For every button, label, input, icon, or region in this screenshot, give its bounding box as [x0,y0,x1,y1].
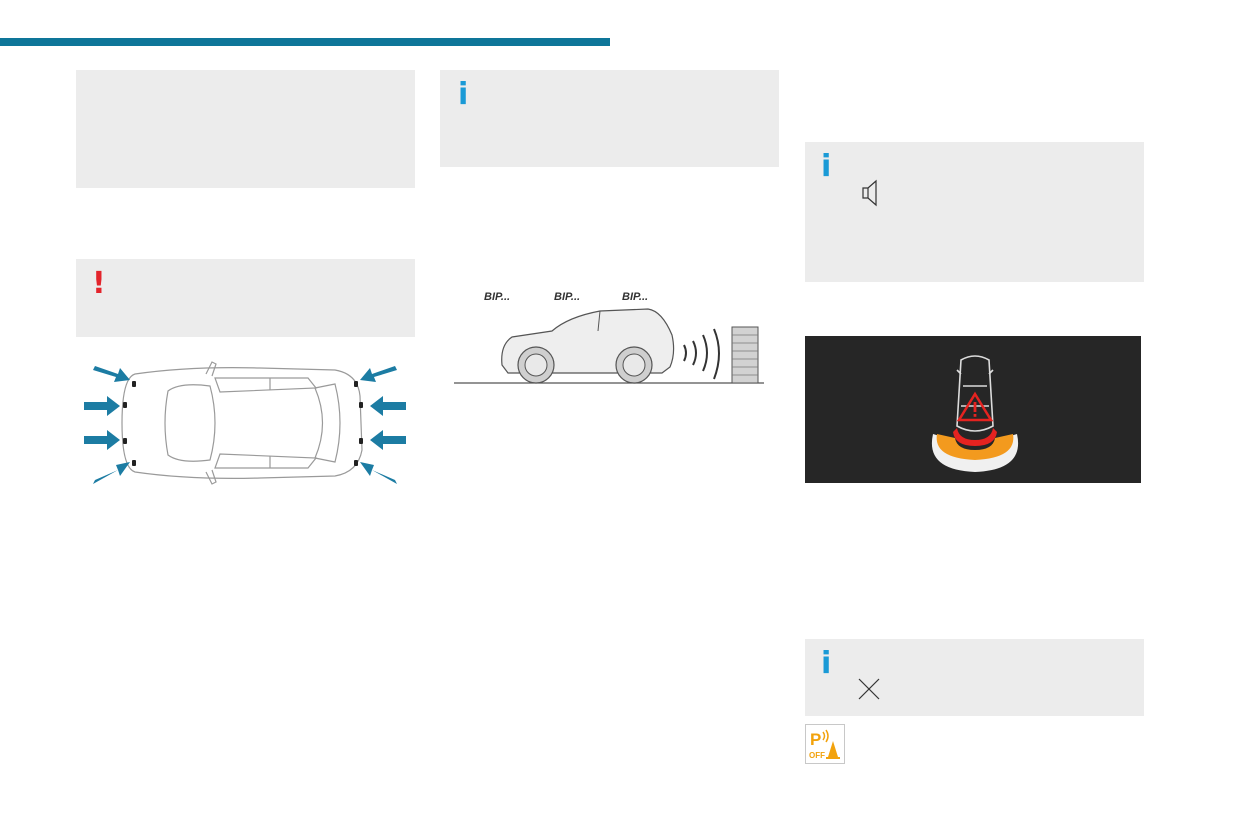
parking-letter: P [810,730,821,749]
warning-icon: ! [92,266,106,301]
bip-label-2: BIP... [554,291,581,303]
speaker-icon [862,179,877,207]
bip-label-3: BIP... [622,291,649,303]
close-icon [858,678,880,700]
info-icon: i [821,646,832,681]
info-box-middle: i [440,70,779,167]
bip-label-1: BIP... [484,291,511,303]
info-icon: i [821,149,832,184]
parking-zone-graphic [931,355,1019,472]
header-accent-bar [0,38,610,46]
off-label: OFF [809,751,825,760]
info-icon: i [458,77,469,112]
warning-box: ! [76,259,415,337]
car-top-view-sensors-diagram [84,361,406,485]
parking-sensors-off-icon: P OFF [805,724,845,764]
car-reversing-wall-illustration [454,308,764,384]
note-box-top-left [76,70,415,188]
info-box-sound: i [805,142,1144,282]
parking-sensor-display [805,336,1141,483]
info-box-deactivate: i [805,639,1144,716]
